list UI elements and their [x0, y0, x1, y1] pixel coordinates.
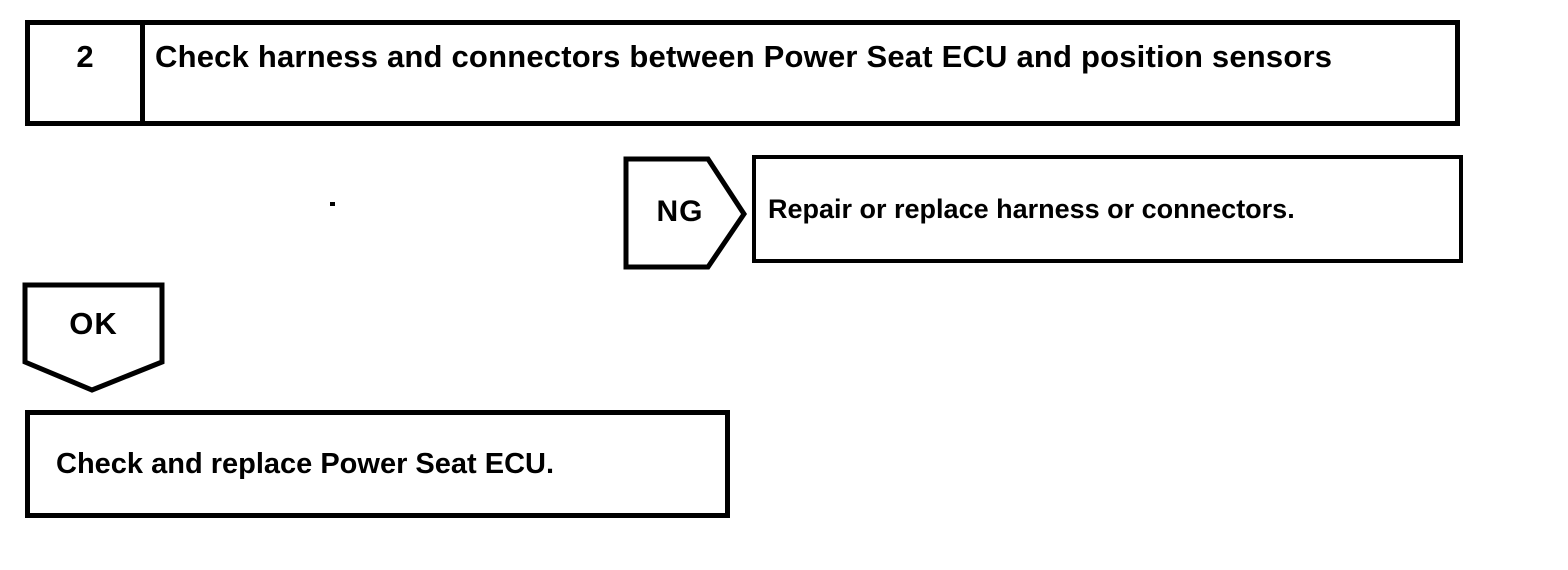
step-title: Check harness and connectors between Pow…: [155, 39, 1333, 74]
step-number-cell: 2: [30, 25, 145, 121]
ok-pentagon-icon: [22, 282, 165, 393]
ng-action-text: Repair or replace harness or connectors.: [768, 193, 1295, 224]
ok-label: OK: [69, 305, 118, 341]
ng-pentagon-icon: [623, 156, 748, 270]
ng-label: NG: [656, 194, 704, 228]
ok-action-box: Check and replace Power Seat ECU.: [25, 410, 730, 518]
ok-action-text: Check and replace Power Seat ECU.: [56, 447, 555, 480]
ng-action-box: Repair or replace harness or connectors.: [752, 155, 1463, 263]
ok-connector-shape: [22, 282, 165, 393]
scan-artifact-dot: [330, 202, 335, 206]
step-box: 2 Check harness and connectors between P…: [25, 20, 1460, 126]
step-number: 2: [76, 39, 94, 74]
ng-connector-shape: [623, 156, 748, 270]
